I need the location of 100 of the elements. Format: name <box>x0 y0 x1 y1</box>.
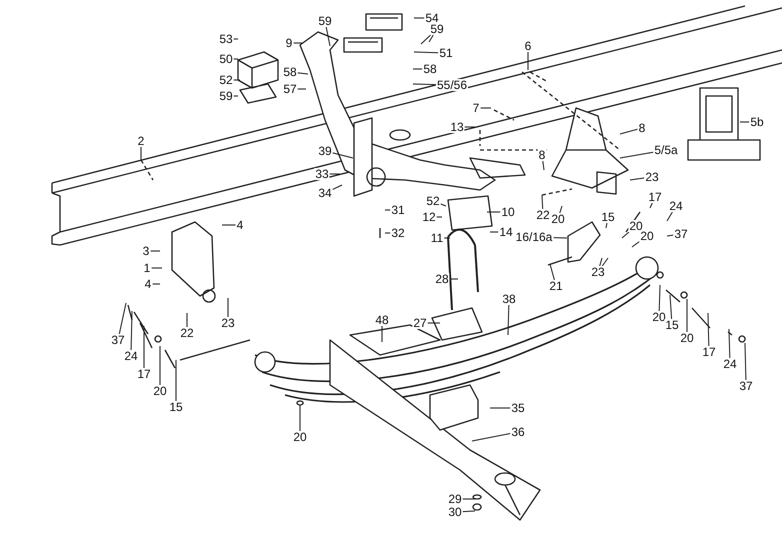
leader-line <box>297 72 308 74</box>
leader-line <box>670 294 672 320</box>
leader-line <box>622 232 630 238</box>
callout-number: 31 <box>390 204 406 216</box>
callout-number: 6 <box>524 40 532 52</box>
leader-line <box>472 433 511 442</box>
callout-number: 57 <box>282 83 298 95</box>
leader-line <box>332 184 342 190</box>
callout-number: 7 <box>472 102 480 114</box>
leader-line <box>620 152 654 158</box>
callout-number: 20 <box>292 431 308 443</box>
leader-line <box>130 310 132 350</box>
leader-line <box>412 68 423 70</box>
callout-number: 59 <box>218 90 234 102</box>
callout-number: 58 <box>422 63 438 75</box>
callout-number: 16/16a <box>514 231 554 243</box>
callout-number: 29 <box>447 493 463 505</box>
leader-line <box>140 146 142 160</box>
callout-number: 2 <box>136 135 146 147</box>
callout-number: 20 <box>152 385 168 397</box>
callout-number: 14 <box>498 226 514 238</box>
callout-number: 27 <box>412 317 428 329</box>
callout-number: 37 <box>738 380 754 392</box>
leader-line <box>464 126 478 128</box>
leader-line <box>542 194 544 210</box>
callout-number: 52 <box>218 74 234 86</box>
callout-number: 12 <box>421 211 437 223</box>
leader-line <box>427 322 440 324</box>
callout-number: 39 <box>317 145 333 157</box>
leader-line <box>708 312 710 346</box>
leader-line <box>462 498 476 500</box>
callout-number: 32 <box>390 227 406 239</box>
leader-line <box>686 298 688 332</box>
leader-line <box>412 84 436 86</box>
leader-line <box>150 250 160 252</box>
callout-number: 20 <box>679 332 695 344</box>
callout-number: 1 <box>142 262 152 274</box>
leader-line <box>233 58 238 60</box>
callout-number: 22 <box>179 327 195 339</box>
leader-line <box>118 302 126 334</box>
callout-number: 20 <box>639 230 655 242</box>
callout-number: 52 <box>425 195 441 207</box>
callout-number: 33 <box>314 168 330 180</box>
leader-line <box>550 264 555 280</box>
callout-number: 5/5a <box>653 144 679 156</box>
callout-number: 38 <box>501 293 517 305</box>
callout-number: 17 <box>647 191 663 203</box>
leader-line <box>602 258 608 266</box>
leader-line <box>559 206 562 214</box>
callout-number: 4 <box>144 278 152 290</box>
leader-line <box>542 160 544 170</box>
callout-number: 20 <box>651 311 667 323</box>
callout-number: 24 <box>668 200 684 212</box>
callout-number: 10 <box>500 206 516 218</box>
callout-number: 9 <box>284 37 294 49</box>
leader-line <box>630 178 645 180</box>
leader-line <box>599 258 602 266</box>
callout-number: 37 <box>110 334 126 346</box>
callout-number: 24 <box>123 350 139 362</box>
callout-number: 11 <box>430 232 444 244</box>
leader-line <box>508 304 510 336</box>
leader-line <box>744 342 746 380</box>
leader-line <box>332 152 354 158</box>
leader-line <box>632 241 640 248</box>
callout-number: 17 <box>701 346 717 358</box>
leader-line <box>384 232 391 234</box>
leader-line <box>620 128 638 134</box>
callout-number: 8 <box>638 122 646 134</box>
callout-number: 51 <box>438 47 454 59</box>
callout-number: 13 <box>449 121 465 133</box>
leader-line <box>420 34 432 44</box>
leader-line <box>728 328 730 358</box>
callout-number: 50 <box>218 53 234 65</box>
leader-line <box>552 237 568 238</box>
callout-number: 23 <box>644 171 660 183</box>
callout-number: 8 <box>538 149 546 161</box>
leader-line <box>436 216 442 218</box>
callout-number: 59 <box>429 23 445 35</box>
callout-number: 55/56 <box>436 79 468 91</box>
callout-number: 36 <box>510 426 526 438</box>
leader-line <box>462 510 476 512</box>
callout-number: 5b <box>749 116 765 128</box>
leader-line <box>297 88 306 90</box>
leader-line <box>658 284 660 312</box>
callout-number: 21 <box>548 280 564 292</box>
leader-line <box>233 38 238 40</box>
callout-number: 15 <box>664 319 680 331</box>
leader-line <box>666 234 674 236</box>
leader-line <box>222 224 236 226</box>
leader-line <box>292 42 304 44</box>
leader-line <box>606 222 608 228</box>
callout-number: 20 <box>628 220 644 232</box>
callout-number: 30 <box>447 506 463 518</box>
leader-line <box>414 52 439 54</box>
callout-number: 23 <box>590 266 606 278</box>
callout-number: 15 <box>168 401 184 413</box>
callout-number: 35 <box>510 402 526 414</box>
leader-line <box>449 278 458 280</box>
callout-number: 34 <box>317 187 333 199</box>
leader-line <box>440 204 446 206</box>
